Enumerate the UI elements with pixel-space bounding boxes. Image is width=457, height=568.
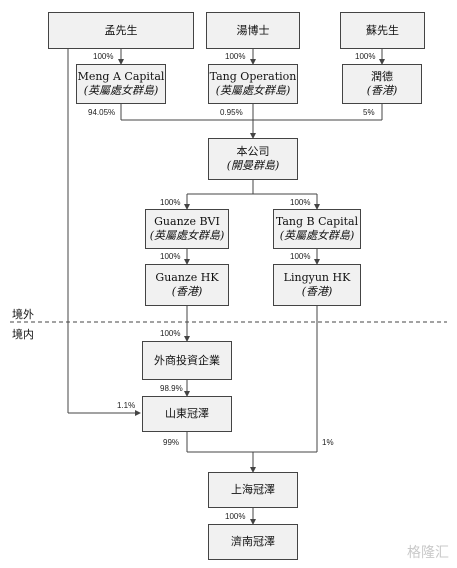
percent-label: 5% bbox=[363, 108, 375, 117]
percent-label: 100% bbox=[160, 198, 181, 207]
node-label: Guanze HK bbox=[155, 271, 219, 285]
node-jurisdiction: (香港) bbox=[366, 84, 398, 97]
node-lingyun-hk: Lingyun HK (香港) bbox=[273, 264, 361, 306]
percent-label: 100% bbox=[160, 252, 181, 261]
node-label: 潤德 bbox=[371, 70, 393, 84]
node-label: Meng A Capital bbox=[77, 70, 165, 84]
node-label: 山東冠澤 bbox=[165, 407, 209, 421]
node-rundian: 潤德 (香港) bbox=[342, 64, 422, 104]
percent-label: 100% bbox=[160, 329, 181, 338]
offshore-label: 境外 bbox=[12, 308, 34, 321]
node-jurisdiction: (英屬處女群島) bbox=[83, 84, 159, 97]
node-company: 本公司 (開曼群島) bbox=[208, 138, 298, 180]
node-jinan-guanze: 濟南冠澤 bbox=[208, 524, 298, 560]
percent-label: 100% bbox=[290, 252, 311, 261]
node-tang-operation: Tang Operation (英屬處女群島) bbox=[208, 64, 298, 104]
node-label: Guanze BVI bbox=[154, 215, 220, 229]
node-jurisdiction: (開曼群島) bbox=[226, 159, 280, 172]
percent-label: 100% bbox=[355, 52, 376, 61]
node-tang: 湯博士 bbox=[206, 12, 300, 49]
node-jurisdiction: (英屬處女群島) bbox=[215, 84, 291, 97]
node-label: Lingyun HK bbox=[283, 271, 351, 285]
percent-label: 100% bbox=[290, 198, 311, 207]
node-jurisdiction: (香港) bbox=[301, 285, 333, 298]
node-label: 孟先生 bbox=[104, 23, 138, 37]
node-shanghai-guanze: 上海冠澤 bbox=[208, 472, 298, 508]
node-jurisdiction: (香港) bbox=[171, 285, 203, 298]
node-label: 本公司 bbox=[236, 145, 270, 159]
percent-label: 1% bbox=[322, 438, 334, 447]
node-label: 蘇先生 bbox=[366, 23, 399, 37]
node-label: 上海冠澤 bbox=[231, 483, 275, 497]
onshore-label: 境内 bbox=[12, 328, 34, 341]
percent-label: 100% bbox=[93, 52, 114, 61]
percent-label: 1.1% bbox=[117, 401, 136, 410]
node-meng-a-capital: Meng A Capital (英屬處女群島) bbox=[76, 64, 166, 104]
node-guanze-bvi: Guanze BVI (英屬處女群島) bbox=[145, 209, 229, 249]
percent-label: 100% bbox=[225, 52, 246, 61]
percent-label: 0.95% bbox=[220, 108, 243, 117]
percent-label: 100% bbox=[225, 512, 246, 521]
node-guanze-hk: Guanze HK (香港) bbox=[145, 264, 229, 306]
node-su: 蘇先生 bbox=[340, 12, 425, 49]
node-foreign-invested-enterprise: 外商投資企業 bbox=[142, 341, 232, 380]
percent-label: 98.9% bbox=[160, 384, 183, 393]
node-tang-b-capital: Tang B Capital (英屬處女群島) bbox=[273, 209, 361, 249]
node-label: 外商投資企業 bbox=[154, 353, 220, 367]
node-jurisdiction: (英屬處女群島) bbox=[149, 229, 225, 242]
percent-label: 94.05% bbox=[88, 108, 116, 117]
node-label: Tang B Capital bbox=[275, 215, 359, 229]
node-shandong-guanze: 山東冠澤 bbox=[142, 396, 232, 432]
watermark: 格隆汇 bbox=[407, 545, 449, 561]
node-label: Tang Operation bbox=[209, 70, 297, 84]
node-meng: 孟先生 bbox=[48, 12, 194, 49]
node-label: 湯博士 bbox=[236, 23, 270, 37]
node-label: 濟南冠澤 bbox=[231, 535, 275, 549]
percent-label: 99% bbox=[163, 438, 180, 447]
node-jurisdiction: (英屬處女群島) bbox=[279, 229, 355, 242]
